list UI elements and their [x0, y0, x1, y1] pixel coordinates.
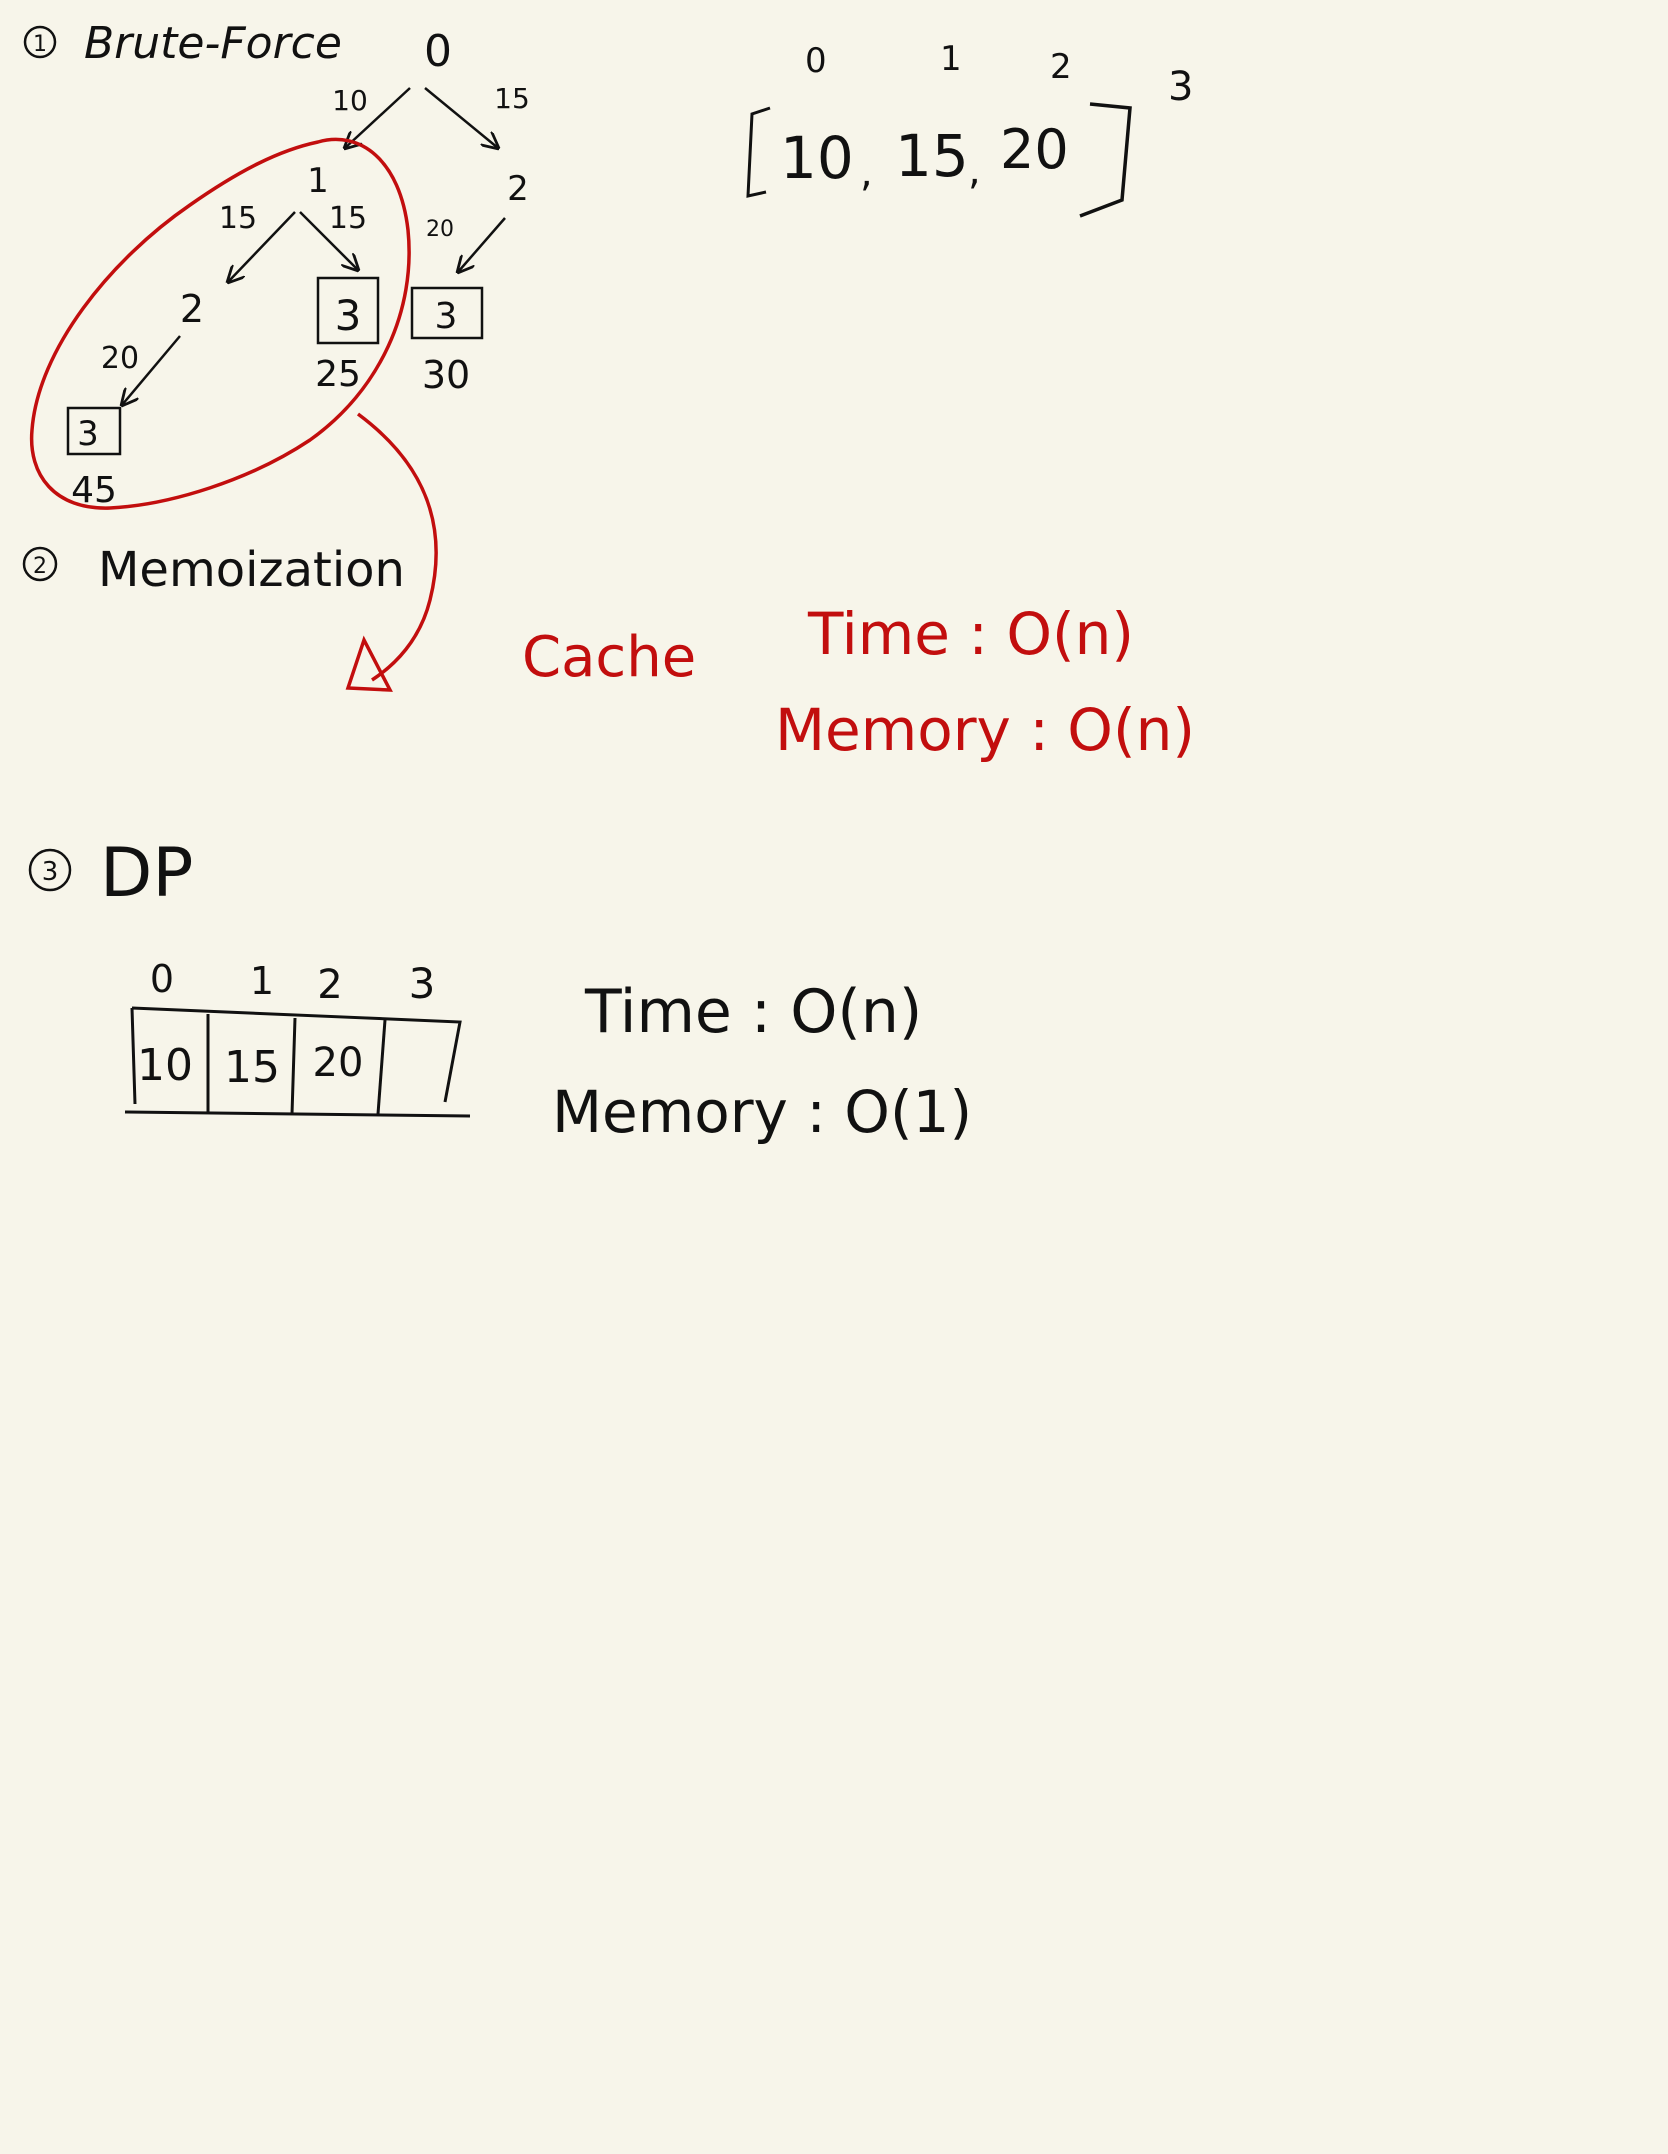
section-number: 2	[33, 554, 47, 579]
array-index: 1	[940, 39, 962, 79]
memo-subtree-loop	[29, 137, 411, 510]
tree-edge	[424, 87, 498, 148]
tree-edge	[299, 211, 358, 270]
tree-path-sum: 30	[422, 353, 470, 397]
section-number: 1	[33, 32, 47, 57]
array-value: 10	[780, 124, 854, 192]
tree-node: 2	[507, 169, 529, 209]
dp-cell-divider	[376, 1019, 387, 1115]
array-index: 3	[1168, 64, 1193, 110]
section-title: Memoization	[98, 542, 405, 598]
array-right-bracket	[1079, 102, 1132, 218]
tree-edge-label: 20	[101, 341, 139, 376]
tree-edge-label: 15	[329, 201, 367, 236]
cache-label: Cache	[522, 625, 696, 690]
tree-node-root: 0	[424, 26, 452, 77]
section-memoization-heading: 2 Memoization	[22, 542, 405, 598]
tree-path-sum: 25	[315, 354, 361, 395]
array-value: 15	[895, 122, 969, 190]
dp-index: 3	[409, 959, 436, 1008]
tree-edge-label: 15	[219, 201, 257, 236]
dp-notes: Time : O(n) Memory : O(1)	[552, 977, 972, 1146]
tree-node: 3	[77, 414, 99, 454]
dp-cell-value: 10	[137, 1040, 193, 1091]
tree-leaf-box	[66, 406, 122, 456]
tree-edge-label: 10	[332, 84, 368, 117]
dp-memory-complexity: Memory : O(1)	[552, 1078, 972, 1146]
dp-index: 0	[150, 957, 174, 1001]
memo-arrow-head	[345, 635, 393, 692]
cost-array: 0 1 2 3 10 , 15 , 20	[746, 39, 1193, 218]
section-number: 3	[42, 857, 59, 887]
array-comma: ,	[860, 150, 873, 196]
dp-table: 0 1 2 3 10 15 20	[124, 957, 471, 1118]
section-title: DP	[100, 834, 193, 913]
tree-node: 2	[180, 287, 204, 331]
recursion-tree: 0 10 15 1 2 15 15 20 2 3 25 3 30 20 3 45	[66, 26, 530, 511]
dp-index: 1	[250, 959, 274, 1003]
memo-curved-arrow	[356, 412, 438, 682]
tree-node: 3	[435, 296, 458, 337]
array-index: 0	[805, 41, 827, 81]
section-dp-heading: 3 DP	[28, 834, 193, 913]
section-number-circle	[22, 546, 58, 582]
dp-table-outline	[124, 1006, 471, 1118]
dp-index: 2	[317, 962, 342, 1008]
section-title: Brute-Force	[84, 18, 342, 69]
memo-time-complexity: Time : O(n)	[807, 600, 1134, 668]
memoization-notes: Cache Time : O(n) Memory : O(n)	[522, 600, 1195, 764]
memo-memory-complexity: Memory : O(n)	[775, 696, 1195, 764]
tree-edge	[458, 217, 506, 272]
section-number-circle	[23, 25, 57, 59]
section-number-circle	[28, 848, 72, 892]
dp-cell-value: 20	[313, 1040, 364, 1086]
tree-edge-label: 20	[426, 217, 454, 242]
tree-edge	[228, 211, 296, 282]
section-brute-force-heading: 1 Brute-Force	[23, 18, 342, 69]
tree-node: 1	[307, 161, 329, 201]
array-value: 20	[1000, 118, 1069, 181]
tree-edge	[122, 335, 181, 405]
dp-time-complexity: Time : O(n)	[584, 977, 922, 1047]
tree-leaf-box	[316, 276, 380, 345]
tree-node: 3	[335, 291, 362, 340]
tree-leaf-box	[410, 286, 484, 340]
dp-cell-value: 15	[224, 1042, 280, 1093]
array-index: 2	[1050, 47, 1072, 87]
tree-edge	[345, 87, 411, 148]
dp-cell-divider	[290, 1017, 297, 1115]
array-left-bracket	[746, 106, 771, 198]
array-comma: ,	[968, 148, 981, 194]
tree-edge-label: 15	[494, 82, 530, 115]
